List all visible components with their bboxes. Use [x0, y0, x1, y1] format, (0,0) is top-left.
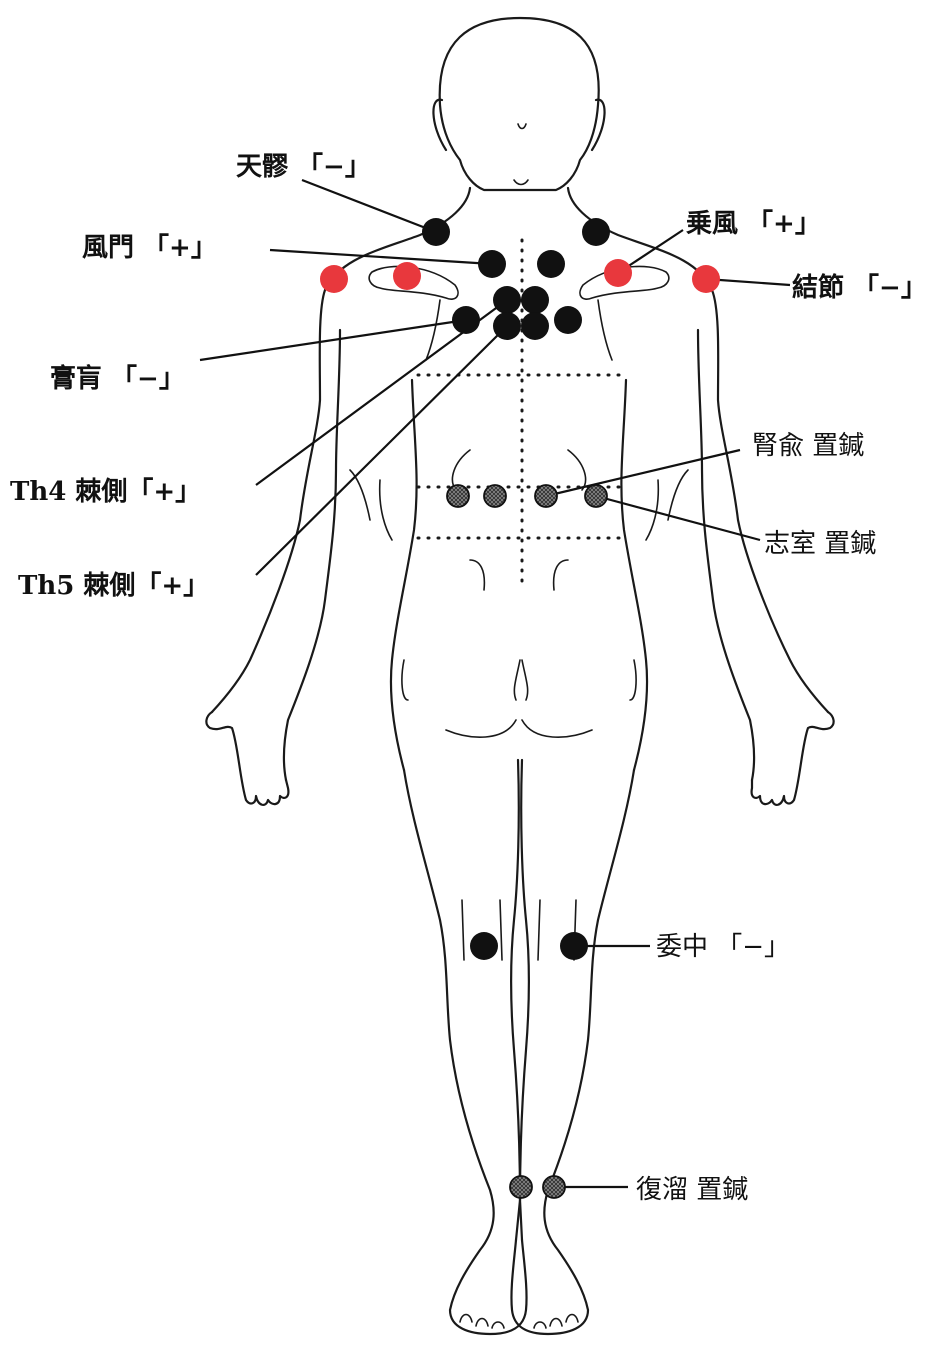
leader-gaohuang	[200, 320, 466, 360]
point-th5-right	[521, 312, 549, 340]
label-weizhong: 委中 「−」	[656, 932, 790, 962]
point-th5-left	[493, 312, 521, 340]
buttocks	[402, 660, 636, 737]
point-tianliao-left	[422, 218, 450, 246]
head-outline	[440, 18, 599, 190]
right-back-marks	[646, 470, 688, 540]
point-gaohuang-left	[452, 306, 480, 334]
point-th4-left	[493, 286, 521, 314]
point-tianliao-right	[582, 218, 610, 246]
point-th4-right	[521, 286, 549, 314]
point-weizhong-left	[470, 932, 498, 960]
skull-mark	[518, 124, 526, 129]
right-arm-inner	[698, 330, 754, 780]
point-fengmen-right	[537, 250, 565, 278]
leader-tianliao	[302, 180, 436, 232]
label-shenshu: 腎兪 置鍼	[752, 431, 864, 461]
point-jiejie-left	[320, 265, 348, 293]
left-arm-inner	[284, 330, 340, 780]
kidney-marks	[452, 450, 585, 490]
label-th4: Th4 棘側「+」	[10, 476, 201, 507]
point-zhishi-right	[585, 485, 607, 507]
label-tianliao: 天髎 「−」	[236, 151, 371, 182]
point-bingfeng-left	[393, 262, 421, 290]
point-shenshu-right	[535, 485, 557, 507]
label-fuliu: 復溜 置鍼	[636, 1175, 748, 1205]
point-fuliu-left	[510, 1176, 532, 1198]
point-bingfeng-right	[604, 259, 632, 287]
point-fuliu-right	[543, 1176, 565, 1198]
left-hand	[206, 712, 288, 805]
label-zhishi: 志室 置鍼	[764, 529, 876, 559]
label-th5: Th5 棘側「+」	[18, 570, 209, 601]
left-toes	[460, 1315, 504, 1329]
left-back-marks	[350, 470, 392, 540]
right-toes	[534, 1315, 578, 1329]
iliac-marks	[470, 560, 568, 590]
point-gaohuang-right	[554, 306, 582, 334]
point-shenshu-left	[484, 485, 506, 507]
point-fengmen-left	[478, 250, 506, 278]
left-leg-outer	[404, 770, 527, 1334]
label-fengmen: 風門 「+」	[82, 232, 217, 263]
leader-fengmen	[270, 250, 492, 264]
point-zhishi-left	[447, 485, 469, 507]
neck-mark	[514, 180, 528, 185]
right-leg-outer	[511, 770, 634, 1334]
point-jiejie-right	[692, 265, 720, 293]
black-points	[422, 218, 610, 960]
needle-points	[447, 485, 607, 1198]
right-hand	[752, 712, 834, 805]
point-weizhong-right	[560, 932, 588, 960]
right-waist	[621, 380, 647, 770]
label-bingfeng: 乗風 「+」	[686, 208, 821, 239]
guide-lines	[418, 240, 624, 590]
label-jiejie: 結節 「−」	[792, 272, 927, 303]
left-torso-outline	[212, 188, 470, 712]
label-gaohuang: 膏肓 「−」	[50, 363, 185, 394]
